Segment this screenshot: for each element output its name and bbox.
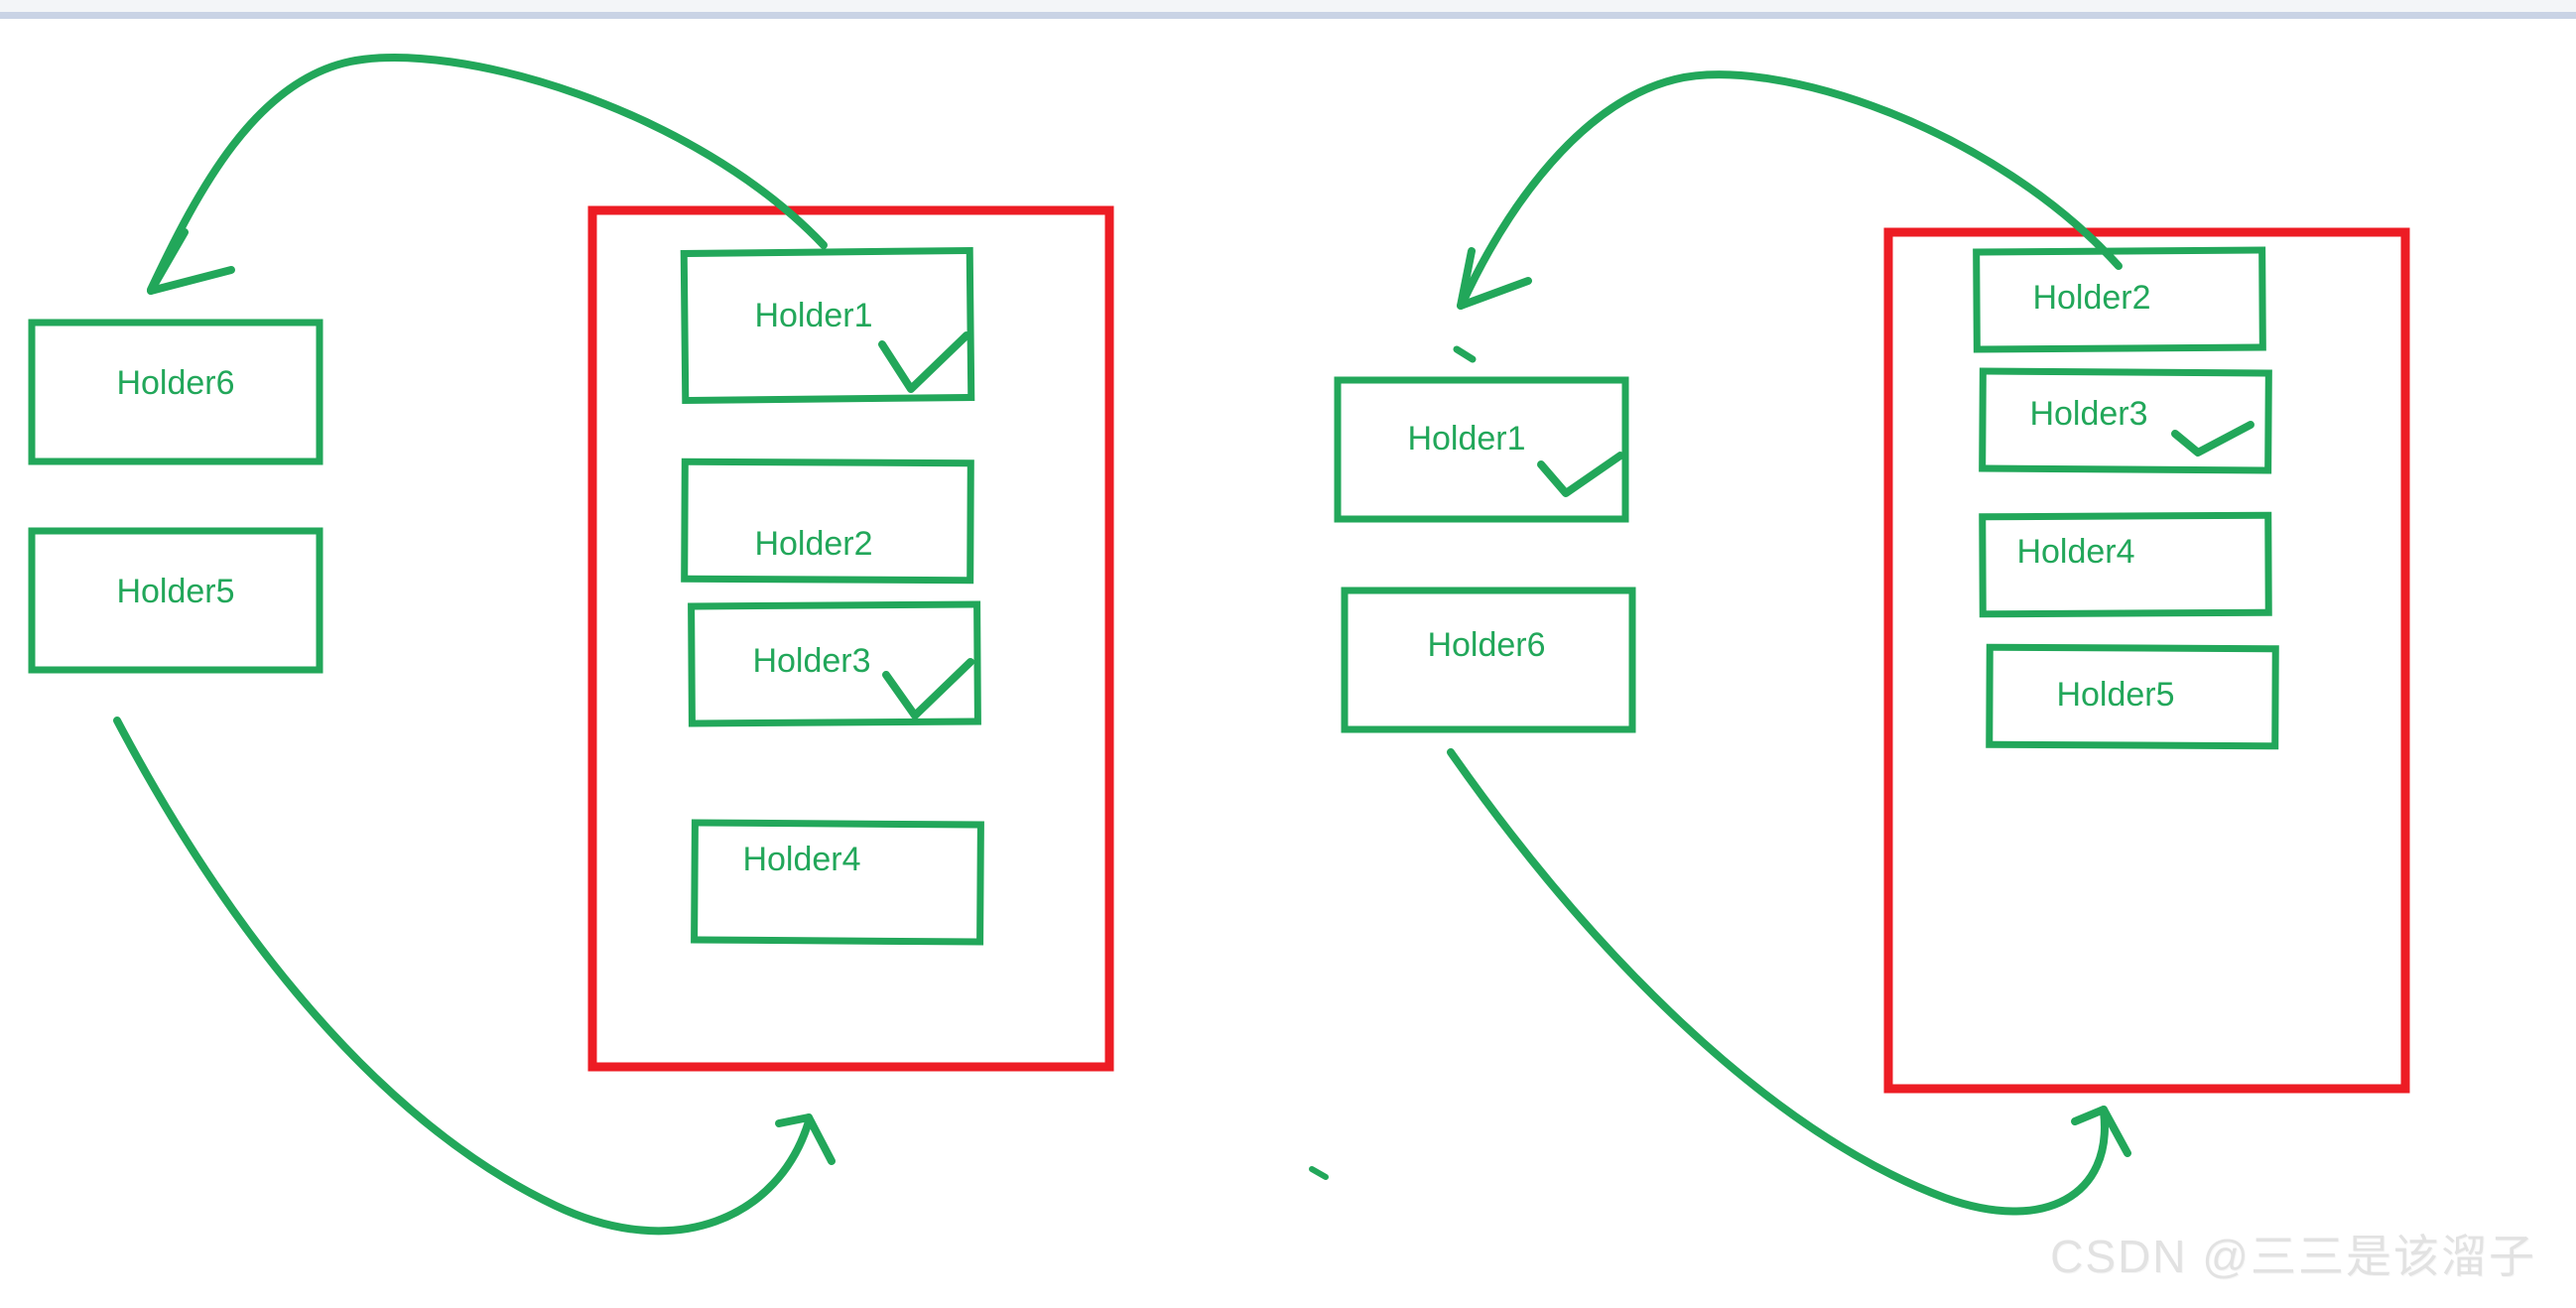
holder-label: Holder5 [116,573,234,610]
left-recycler-holder-3[interactable]: Holder3 [688,600,981,727]
left-recycler-holder-2[interactable]: Holder2 [681,458,974,585]
left-outside-holder-2[interactable]: Holder5 [28,527,323,674]
holder-box [1334,376,1629,523]
arrow-shaft [1447,748,2109,1216]
arrow-head-left [1457,247,1476,310]
right-recycler-holder-1[interactable]: Holder2 [1973,246,2266,353]
holder-label: Holder4 [742,841,860,878]
right-outside-holder-1[interactable]: Holder1 [1334,376,1629,523]
check-icon [882,658,974,719]
arrow-tick-mark [1453,345,1477,363]
right-top-arrow [1453,70,2123,363]
arrow-shaft [113,717,813,1236]
check-icon [1537,452,1624,497]
right-recycler-boundary [1883,227,2410,1094]
holder-label: Holder6 [1427,626,1545,664]
left-bottom-arrow [113,717,836,1236]
top-browser-rule [0,12,2576,19]
holder-label: Holder4 [2016,533,2134,571]
holder-box [28,527,323,674]
holder-box [1979,367,2272,474]
top-browser-strip [0,0,2576,12]
arrow-head-left [2071,1106,2108,1125]
holder-label: Holder3 [752,642,870,680]
holder-box [688,600,981,727]
left-panel: Holder6 Holder5 Holder1 Holder2 Hol [28,54,1114,1236]
arrow-shaft [147,54,828,294]
holder-box [1986,643,2279,750]
arrow-head-right [805,1113,836,1165]
holder-label: Holder3 [2029,395,2147,433]
holder-box [28,319,323,465]
right-outside-holder-2[interactable]: Holder6 [1341,587,1636,733]
arrow-head-left [147,228,189,295]
arrow-shaft [1458,70,2123,309]
check-icon [878,331,970,393]
arrow-head-right [1457,277,1532,310]
holder-box [1973,246,2266,353]
right-recycler-holder-3[interactable]: Holder4 [1979,511,2272,618]
left-recycler-holder-1[interactable]: Holder1 [680,246,975,405]
csdn-watermark: CSDN @三三是该溜子 [2050,1231,2536,1282]
left-top-arrow [147,54,828,295]
right-recycler-holder-4[interactable]: Holder5 [1986,643,2279,750]
left-recycler-holder-4[interactable]: Holder4 [691,819,984,946]
holder-box [680,246,975,405]
left-outside-holder-1[interactable]: Holder6 [28,319,323,465]
arrow-head-left [775,1113,813,1127]
arrow-head-right [147,266,235,295]
holder-label: Holder6 [116,364,234,402]
holder-label: Holder1 [754,297,872,334]
holder-label: Holder2 [2032,279,2150,317]
holder-box [681,458,974,585]
holder-box [1341,587,1636,733]
left-recycler-boundary [587,205,1114,1072]
holder-box [1979,511,2272,618]
holder-label: Holder5 [2056,676,2174,714]
arrow-head-right [2100,1106,2131,1157]
right-bottom-arrow [1447,748,2131,1216]
holder-box [691,819,984,946]
right-panel: Holder1 Holder6 Holder2 Holder3 [1309,70,2410,1216]
right-recycler-holder-2[interactable]: Holder3 [1979,367,2272,474]
stray-pen-mark [1309,1166,1329,1180]
holder-label: Holder2 [754,525,872,563]
check-icon [2171,421,2254,457]
holder-label: Holder1 [1407,420,1525,458]
